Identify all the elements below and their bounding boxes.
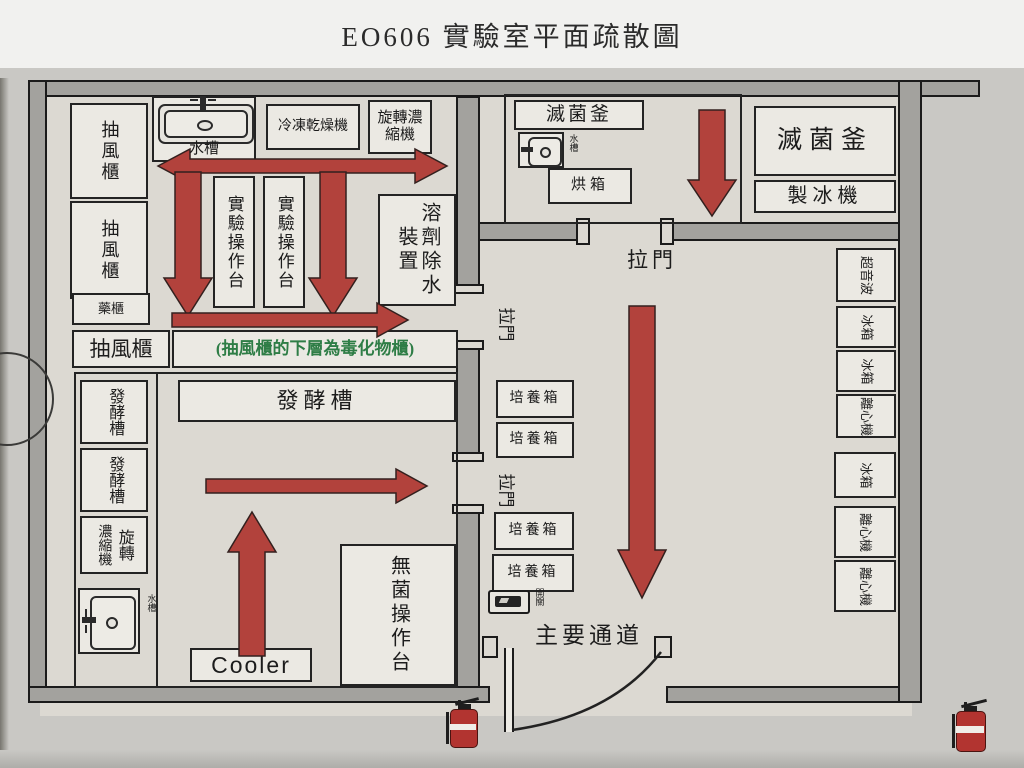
freeze-dryer-box: 冷凍乾燥機: [266, 104, 360, 150]
oven-box: 烘箱: [548, 168, 632, 204]
floorplan-photo: 抽風櫃 抽風櫃 藥櫃 水槽 冷凍乾燥機 旋轉濃縮機 實驗操作台 實驗操作台 溶劑…: [0, 68, 1024, 768]
photo-edge-bottom: [0, 750, 1024, 768]
equipment-label: 冰箱: [858, 461, 874, 489]
equipment-label: 離心機: [858, 566, 874, 606]
equipment-label: 超音波: [859, 255, 875, 295]
equipment-box: 離心機: [836, 394, 896, 438]
fume-hood-label: 抽風櫃: [89, 336, 153, 361]
incubator-box: 培養箱: [492, 554, 574, 592]
incubator-label: 培養箱: [508, 522, 560, 538]
title-bar: EO606 實驗室平面疏散圖: [0, 0, 1024, 68]
concentrator-label: 濃縮機: [96, 524, 112, 566]
door-jamb: [452, 452, 484, 462]
fume-hood-box: 抽風櫃: [72, 330, 170, 368]
equipment-box: 冰箱: [834, 452, 896, 498]
incubator-box: 培養箱: [496, 422, 574, 458]
freeze-dryer-label: 冷凍乾燥機: [278, 118, 348, 134]
equipment-label: 離心機: [858, 512, 874, 552]
ferment-tank-box: 發酵槽: [178, 380, 456, 422]
rotary-label: 旋轉: [115, 529, 133, 561]
medicine-cabinet-label: 藥櫃: [97, 300, 124, 316]
rotary-evaporator-label: 旋轉濃縮機: [377, 109, 423, 143]
incubator-box: 培養箱: [494, 512, 574, 550]
lab-bench-box: 實驗操作台: [263, 176, 305, 308]
equipment-box: 冰箱: [836, 350, 896, 392]
wall-sterilize-room-right: [662, 222, 900, 241]
sliding-door-label: 拉門: [496, 307, 516, 341]
cooler-label: Cooler: [211, 651, 291, 678]
wall-middle-upper: [456, 96, 480, 286]
equipment-box: 離心機: [834, 560, 896, 612]
wall-bottom-left: [28, 686, 490, 703]
wall-sterilize-room-left: [478, 222, 588, 241]
autoclave-large-box: 滅菌釜: [754, 106, 896, 176]
equipment-box: 離心機: [834, 506, 896, 558]
wall-middle-lower: [456, 506, 480, 688]
lower-lab-outline: [74, 372, 458, 688]
sink-small-label: 水槽: [146, 594, 157, 612]
ferment-tank-label: 發酵槽: [276, 388, 358, 414]
equipment-label: 冰箱: [859, 357, 875, 385]
switch-label: 開關: [534, 588, 545, 606]
door-leaf: [504, 648, 514, 732]
incubator-label: 培養箱: [509, 390, 561, 406]
wall-middle-mid: [456, 342, 480, 454]
page-title: EO606 實驗室平面疏散圖: [341, 21, 683, 52]
solvent-dewater-box: 溶劑除水裝置: [378, 194, 456, 306]
wall-bottom-right: [666, 686, 900, 703]
door-jamb: [452, 504, 484, 514]
autoclave-label: 滅菌釜: [545, 104, 612, 126]
fume-hood-box: 抽風櫃: [70, 103, 148, 199]
equipment-label: 冰箱: [859, 313, 875, 341]
ferment-tank-label: 發酵槽: [106, 388, 124, 436]
equipment-box: 超音波: [836, 248, 896, 302]
oven-label: 烘箱: [570, 177, 609, 194]
door-jamb: [660, 218, 674, 245]
incubator-box: 培養箱: [496, 380, 574, 418]
medicine-cabinet-box: 藥櫃: [72, 293, 150, 325]
equipment-box: 冰箱: [836, 306, 896, 348]
switch-icon: [488, 590, 530, 614]
sterilize-room-outline: [504, 94, 742, 224]
ice-maker-box: 製冰機: [754, 180, 896, 213]
ice-maker-label: 製冰機: [787, 185, 863, 207]
door-jamb: [482, 636, 498, 658]
fume-hood-note: (抽風櫃的下層為毒化物櫃): [215, 339, 415, 359]
lab-bench-label: 實驗操作台: [224, 194, 244, 290]
rotary-evaporator-box: 旋轉濃縮機: [368, 100, 432, 154]
main-passage-label: 主要通道: [535, 623, 643, 648]
fume-hood-label: 抽風櫃: [99, 218, 120, 282]
door-jamb: [654, 636, 672, 658]
ferment-tank-box: 發酵槽: [80, 380, 148, 444]
sterile-bench-box: 無菌操作台: [340, 544, 456, 686]
wall-right: [898, 80, 922, 703]
sink-label: 水槽: [188, 140, 219, 157]
sterile-bench-label: 無菌操作台: [387, 555, 410, 675]
solvent-dewater-label: 溶劑除水裝置: [395, 202, 440, 298]
sliding-door-label-vertical: 拉門: [488, 292, 528, 356]
door-jamb: [576, 218, 590, 245]
fume-hood-box: 抽風櫃: [70, 201, 148, 299]
lower-lab-divider: [156, 372, 158, 688]
sliding-door-label: 拉門: [496, 473, 516, 507]
lab-bench-label: 實驗操作台: [274, 194, 294, 290]
equipment-label: 離心機: [859, 396, 875, 436]
sink-small-label: 水槽: [568, 134, 579, 152]
ferment-tank-label: 發酵槽: [106, 456, 124, 504]
autoclave-box: 滅菌釜: [514, 100, 644, 130]
cooler-box: Cooler: [190, 648, 312, 682]
fume-hood-note-box: (抽風櫃的下層為毒化物櫃): [172, 330, 458, 368]
fume-hood-label: 抽風櫃: [99, 119, 120, 183]
door-jamb: [452, 284, 484, 294]
incubator-label: 培養箱: [507, 564, 559, 580]
sliding-door-label: 拉門: [627, 248, 677, 272]
ferment-tank-box: 發酵槽: [80, 448, 148, 512]
autoclave-large-label: 滅菌釜: [776, 126, 873, 154]
rotary-concentrator-box: 濃縮機 旋轉: [80, 516, 148, 574]
incubator-label: 培養箱: [509, 431, 561, 447]
lab-bench-box: 實驗操作台: [213, 176, 255, 308]
